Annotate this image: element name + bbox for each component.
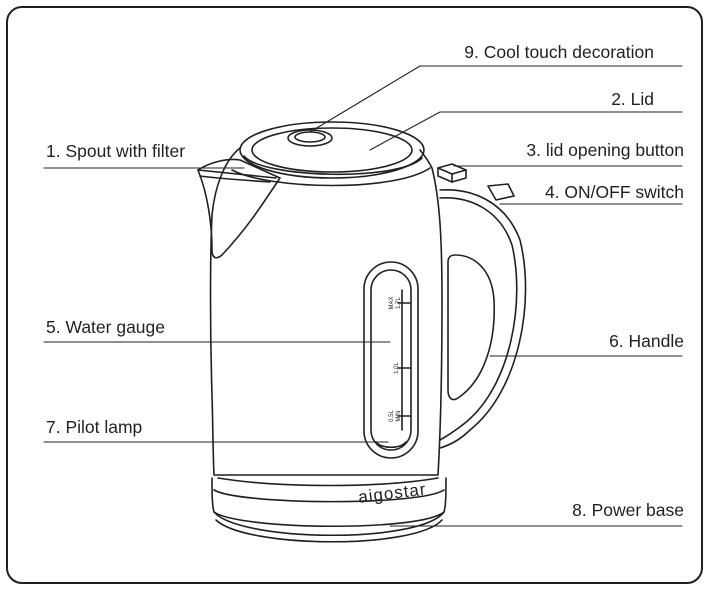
spout	[197, 158, 281, 259]
pilot-lamp	[375, 441, 407, 449]
kettle-body	[209, 147, 443, 487]
label-lid: 2. Lid	[611, 89, 654, 109]
gauge-min-volume: 0.5L	[389, 410, 395, 422]
leader-cool-touch	[309, 65, 421, 133]
kettle-lid	[231, 121, 431, 187]
label-spout-with-filter: 1. Spout with filter	[46, 141, 186, 161]
gauge-mid-volume: 1.0L	[394, 362, 400, 374]
gauge-min-label: MIN	[396, 411, 402, 422]
label-power-base: 8. Power base	[572, 500, 684, 520]
label-handle: 6. Handle	[609, 331, 684, 351]
brand-logo: aigostar	[357, 480, 427, 507]
label-on-off-switch: 4. ON/OFF switch	[544, 182, 684, 202]
leader-lid	[369, 111, 441, 151]
gauge-max-volume: 1.7L	[396, 297, 402, 309]
water-gauge-window	[363, 261, 419, 459]
leader-lines	[43, 65, 683, 527]
kettle-handle	[439, 189, 527, 449]
label-lid-opening-button: 3. lid opening button	[526, 140, 684, 160]
label-water-gauge: 5. Water gauge	[46, 317, 166, 337]
label-cool-touch-decoration: 9. Cool touch decoration	[464, 42, 654, 62]
on-off-switch	[487, 183, 515, 201]
gauge-markings: MAX 1.7L 1.0L 0.5L MIN	[389, 296, 402, 421]
gauge-max-label: MAX	[389, 296, 395, 309]
lid-opening-button	[437, 163, 467, 183]
power-base	[211, 477, 447, 543]
diagram-frame	[6, 6, 703, 584]
label-pilot-lamp: 7. Pilot lamp	[46, 417, 143, 437]
